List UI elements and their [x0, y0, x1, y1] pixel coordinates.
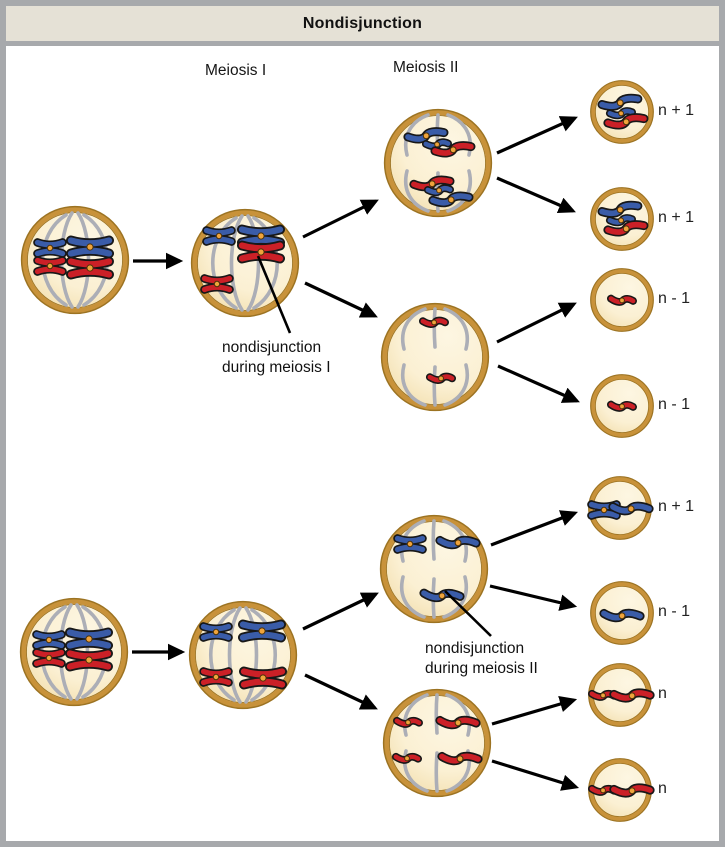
arrow-to-gamete-8	[491, 759, 580, 791]
chromatid-blue-large	[440, 539, 476, 547]
annotation-line: during meiosis II	[425, 660, 538, 677]
ploidy-label: n	[658, 685, 667, 702]
chromosome-blue-small	[38, 243, 63, 254]
gamete-n-plus-1-a	[590, 80, 654, 144]
gamete-n-plus-1-b	[590, 187, 654, 251]
annotation-line: during meiosis I	[222, 359, 331, 376]
arrow-to-gamete-4	[497, 364, 580, 403]
cell-parent-top	[20, 205, 130, 315]
chromatid-red-small	[397, 719, 419, 725]
gamete-n-minus-1-a	[590, 268, 654, 332]
ploidy-label: n	[658, 780, 667, 797]
arrow-to-gamete-2	[496, 176, 576, 214]
annotation-meiosis2: nondisjunction during meiosis II	[425, 639, 538, 679]
arrow-meiosis1-to-meiosis2-lower-b	[304, 673, 378, 710]
arrow-to-gamete-1	[496, 116, 578, 155]
chromatid-red-small	[430, 375, 452, 382]
gamete-n-minus-1-c	[590, 581, 654, 645]
chromatid-blue-large	[424, 592, 460, 599]
arrow-to-gamete-3	[496, 302, 577, 344]
cell-meiosis1-normal	[188, 600, 298, 710]
chromatid-red-large	[442, 755, 478, 763]
cell-meiosis2-top-a	[383, 108, 493, 218]
cell-meiosis2-bottom-normal	[382, 688, 492, 798]
arrow-meiosis1-to-meiosis2-lower	[304, 281, 378, 318]
cell-meiosis1-nondisjunction	[190, 208, 300, 318]
meiosis-ii-label: Meiosis II	[393, 59, 459, 76]
ploidy-label: n - 1	[658, 603, 691, 620]
figure-title: Nondisjunction	[302, 15, 423, 32]
annotation-line: nondisjunction	[425, 640, 525, 657]
arrow-meiosis1-to-meiosis2-upper-b	[302, 592, 379, 631]
chromosome-red-small	[205, 279, 230, 290]
ploidy-label: n + 1	[658, 498, 695, 515]
chromatid-red-small	[423, 319, 445, 326]
ploidy-label: n - 1	[658, 396, 691, 413]
annotation-line: nondisjunction	[222, 339, 322, 356]
meiosis-i-label: Meiosis I	[205, 62, 267, 79]
chromatid-blue-large	[604, 612, 640, 620]
ploidy-label: n + 1	[658, 209, 695, 226]
chromosome-blue-small-unseparated	[398, 539, 423, 550]
chromatid-red-small	[611, 297, 633, 303]
arrow-to-gamete-6	[489, 584, 578, 611]
title-bar: Nondisjunction	[6, 6, 719, 46]
cell-meiosis2-top-b	[380, 302, 490, 412]
chromosome-blue-small	[37, 635, 62, 646]
gamete-n-plus-1-c	[584, 476, 656, 540]
arrow-to-gamete-7	[491, 695, 578, 726]
chromosome-red-small	[38, 261, 63, 272]
chromosome-blue-small	[204, 627, 229, 638]
ploidy-label: n - 1	[658, 290, 691, 307]
cell-parent-bottom	[19, 597, 129, 707]
chromatid-red-large	[440, 719, 476, 727]
gamete-n-b	[584, 758, 656, 822]
chromatid-red-small	[611, 403, 633, 409]
gamete-n-a	[584, 663, 656, 727]
chromosome-red-small	[204, 672, 229, 683]
annotation-meiosis1: nondisjunction during meiosis I	[222, 338, 331, 378]
cell-meiosis2-nondisjunction	[379, 514, 489, 624]
arrow-meiosis1-to-meiosis2-upper	[302, 199, 379, 239]
gamete-n-minus-1-b	[590, 374, 654, 438]
chromosome-red-small	[37, 653, 62, 664]
arrow-to-gamete-5	[490, 510, 578, 547]
chromosome-blue-small	[207, 231, 232, 242]
ploidy-label: n + 1	[658, 102, 695, 119]
chromatid-red-small	[396, 755, 418, 761]
